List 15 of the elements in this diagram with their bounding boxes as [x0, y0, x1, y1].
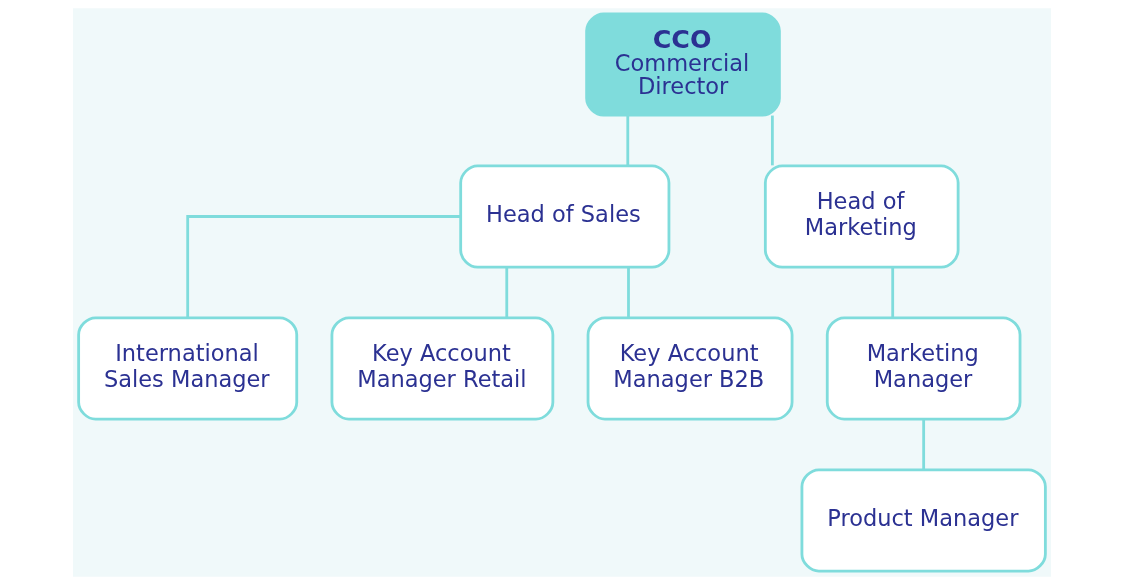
- connector: [625, 115, 629, 166]
- connector: [770, 115, 774, 166]
- node-box: Head of Marketing: [763, 164, 960, 269]
- connector: [890, 267, 894, 318]
- connector: [921, 419, 925, 470]
- node-box: Key Account Manager B2B: [586, 316, 793, 421]
- node-box: International Sales Manager: [76, 316, 298, 421]
- node-box: Marketing Manager: [825, 316, 1021, 421]
- connector: [185, 215, 460, 318]
- connector: [504, 267, 508, 318]
- node-box: Product Manager: [800, 468, 1047, 573]
- connector: [626, 267, 630, 318]
- node-box: Key Account Manager Retail: [330, 316, 554, 421]
- node-box: Head of Sales: [458, 164, 670, 269]
- node-box: CCO Commercial Director: [584, 12, 781, 117]
